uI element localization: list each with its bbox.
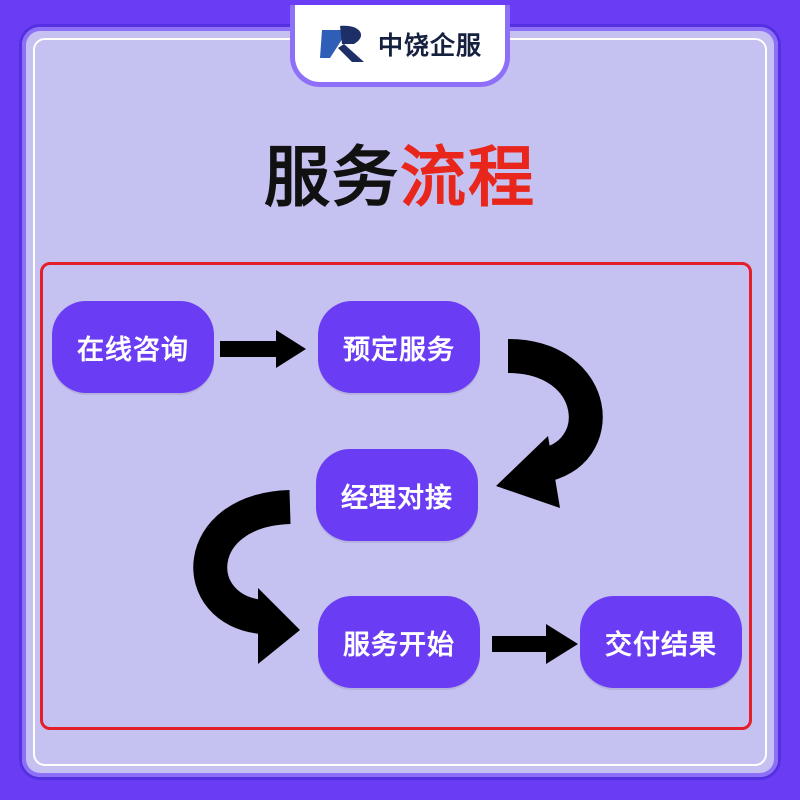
arrow-right-icon <box>492 624 578 664</box>
step-label: 预定服务 <box>343 334 455 366</box>
curved-arrow-icon <box>496 339 603 508</box>
step-manager-connect: 经理对接 <box>316 449 478 541</box>
page-title: 服务流程 <box>0 138 800 218</box>
title-part-2: 流程 <box>400 139 536 216</box>
step-label: 在线咨询 <box>77 334 189 366</box>
flow-container <box>40 262 752 730</box>
step-label: 经理对接 <box>341 482 453 514</box>
brand-header: 中饶企服 <box>290 5 510 87</box>
zr-logo-icon <box>319 25 364 62</box>
brand-name: 中饶企服 <box>377 30 482 60</box>
step-online-consult: 在线咨询 <box>52 301 214 393</box>
step-book-service: 预定服务 <box>318 301 480 393</box>
step-deliver-result: 交付结果 <box>580 596 742 688</box>
step-label: 服务开始 <box>343 629 455 661</box>
arrow-right-icon <box>220 330 306 368</box>
curved-arrow-icon <box>193 490 300 664</box>
title-part-1: 服务 <box>264 139 400 216</box>
step-label: 交付结果 <box>605 629 717 661</box>
step-service-start: 服务开始 <box>318 596 480 688</box>
